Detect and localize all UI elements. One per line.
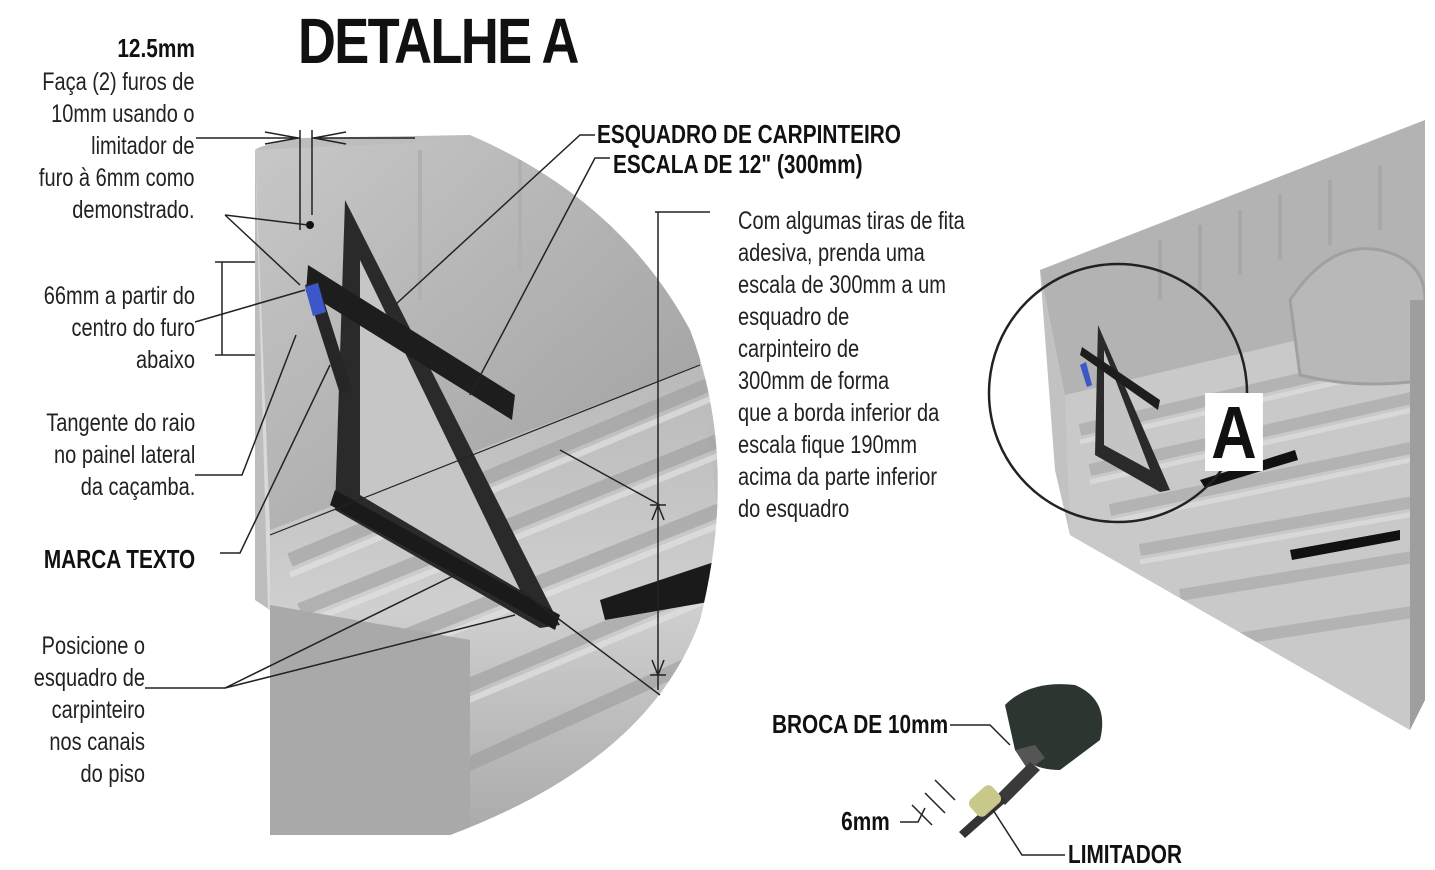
truck-square (1080, 325, 1170, 492)
text-line: centro do furo (71, 314, 195, 342)
text-line: 66mm a partir do (43, 282, 195, 310)
text-line: Tangente do raio (45, 409, 195, 437)
detail-view (255, 135, 718, 835)
text-line: carpinteiro de (738, 335, 860, 363)
text-line: carpinteiro (51, 696, 145, 724)
text-line: da caçamba. (80, 473, 195, 501)
drill (959, 684, 1103, 838)
text-line: esquadro de (33, 664, 145, 692)
distance-note: 66mm a partir do centro do furo abaixo (44, 280, 195, 376)
text-line: demonstrado. (72, 196, 195, 224)
text-line: do piso (80, 760, 146, 788)
scale-label: ESCALA DE 12" (300mm) (613, 149, 863, 179)
text-line: no painel lateral (53, 441, 195, 469)
text-line: furo à 6mm como (39, 164, 195, 192)
text-line: escala fique 190mm (738, 431, 917, 459)
text-line: escala de 300mm a um (738, 271, 946, 299)
text-line: 300mm de forma (738, 367, 890, 395)
text-line: do esquadro (738, 495, 850, 523)
text-line: que a borda inferior da (738, 399, 940, 427)
drill-bit-label: BROCA DE 10mm (771, 709, 948, 739)
position-note: Posicione o esquadro de carpinteiro nos … (34, 630, 145, 790)
text-line: Faça (2) furos de (42, 68, 196, 96)
text-line: nos canais (49, 728, 145, 756)
text-line: adesiva, prenda uma (738, 239, 925, 267)
text-line: abaixo (136, 346, 195, 374)
text-line: limitador de (91, 132, 195, 160)
tangent-note: Tangente do raio no painel lateral da ca… (46, 407, 195, 503)
stop-label: LIMITADOR (1068, 839, 1182, 869)
marker-label: MARCA TEXTO (43, 544, 195, 574)
scale-instructions: Com algumas tiras de fita adesiva, prend… (738, 205, 965, 525)
square-label: ESQUADRO DE CARPINTEIRO (597, 119, 901, 149)
detail-a-label: A (1205, 393, 1263, 473)
text-line: acima da parte inferior (738, 463, 937, 491)
text-line: Com algumas tiras de fita (738, 207, 965, 235)
page-title: DETALHE A (298, 5, 579, 77)
text-line: Posicione o (41, 632, 145, 660)
hole-instructions: Faça (2) furos de 10mm usando o limitado… (39, 66, 195, 226)
text-line: esquadro de (738, 303, 850, 331)
text-line: 10mm usando o (51, 100, 195, 128)
hole-size-label: 12.5mm (117, 33, 195, 63)
depth-label: 6mm (841, 806, 890, 836)
